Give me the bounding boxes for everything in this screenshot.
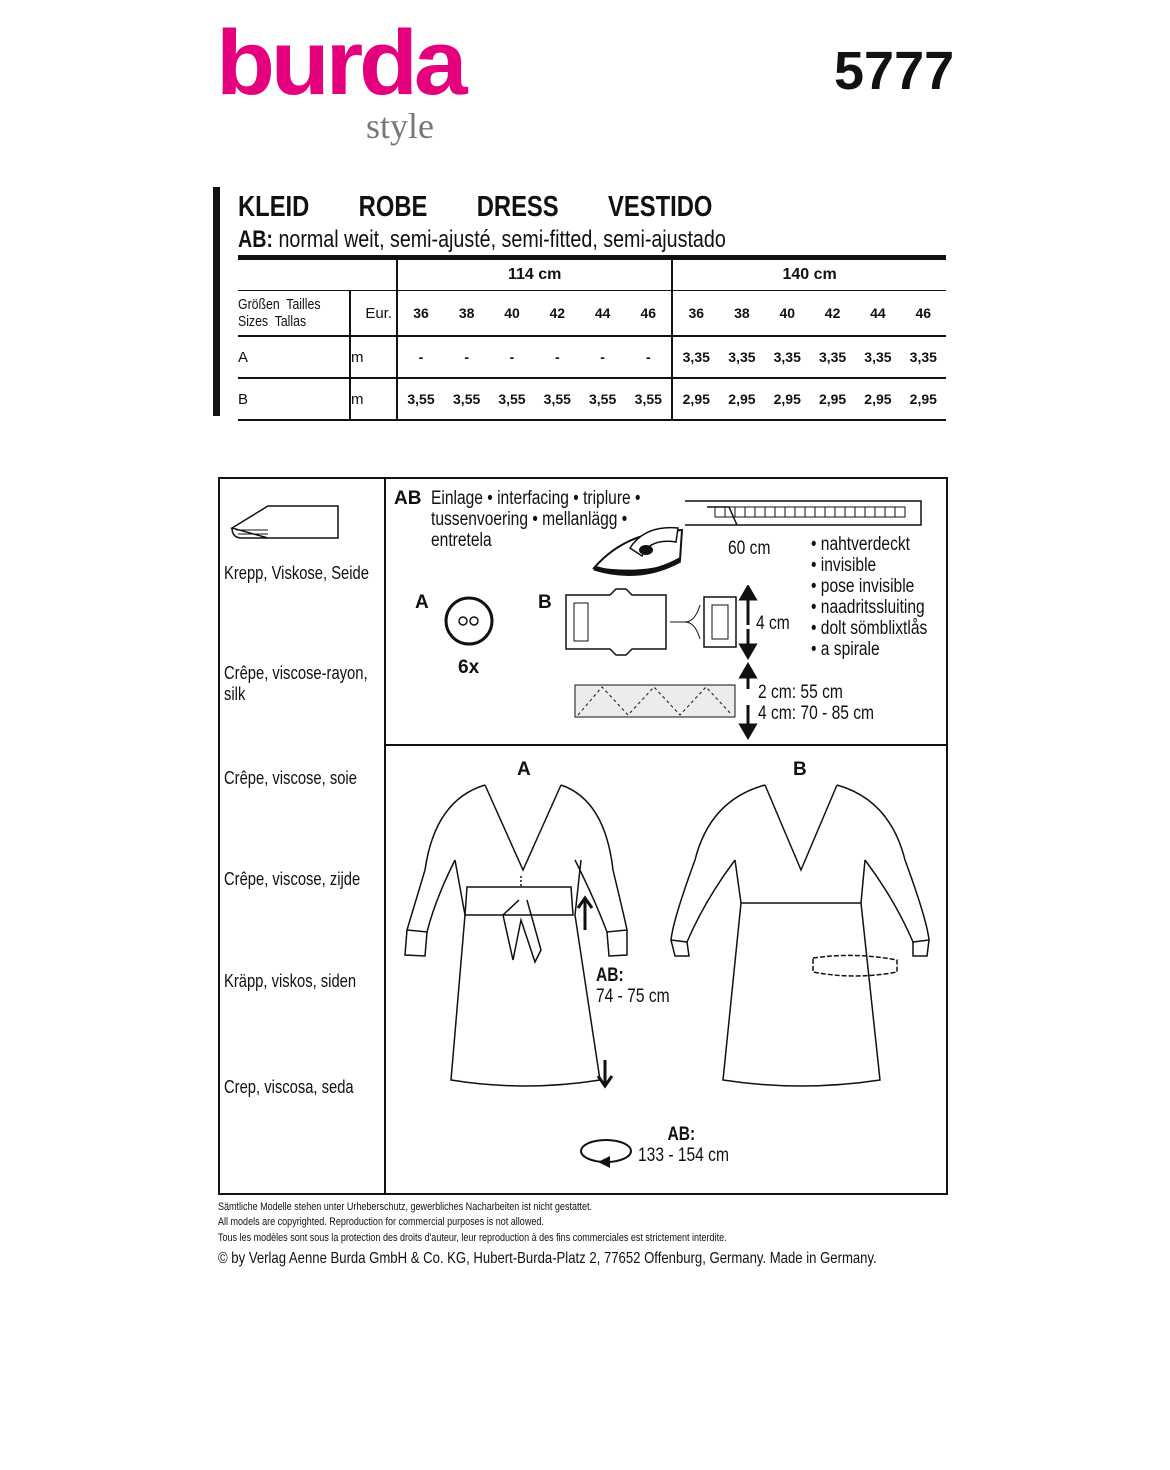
width-header: 140 cm: [671, 255, 946, 291]
yardage-cell: 2,95: [900, 378, 946, 421]
yardage-cell: 2,95: [719, 378, 765, 421]
publisher-line: © by Verlag Aenne Burda GmbH & Co. KG, H…: [218, 1250, 877, 1267]
copyright-fr: Tous les modèles sont sous la protection…: [218, 1232, 727, 1244]
iron-icon: [592, 526, 684, 576]
size-cell: 38: [443, 290, 490, 337]
view-a-heading: A: [517, 759, 531, 780]
copyright-en: All models are copyrighted. Reproduction…: [218, 1216, 544, 1228]
yardage-cell: 2,95: [764, 378, 810, 421]
zipper-type: • naadritssluiting: [811, 597, 925, 618]
width-arrows-icon: [738, 585, 758, 740]
brand-logo-sub: style: [366, 106, 434, 146]
divider: [384, 744, 946, 746]
length-measure: AB:74 - 75 cm: [596, 965, 670, 1007]
copyright-de: Sämtliche Modelle stehen unter Urhebersc…: [218, 1201, 593, 1213]
size-cell: 46: [900, 290, 946, 337]
dress-a-drawing: [404, 784, 628, 1089]
yardage-cell: 3,35: [809, 336, 856, 379]
waist-measure: AB:133 - 154 cm: [638, 1124, 729, 1166]
garment-title: KLEID ROBE DRESS VESTIDO: [238, 191, 713, 223]
yardage-cell: -: [579, 336, 626, 379]
yardage-cell: 2,95: [855, 378, 901, 421]
size-cell: 36: [396, 290, 444, 337]
size-cell: 42: [534, 290, 580, 337]
view-a-label: A: [415, 592, 429, 613]
zipper-type: • nahtverdeckt: [811, 534, 910, 555]
zipper-type: • invisible: [811, 555, 877, 576]
view-label: A: [238, 336, 350, 379]
divider: [384, 477, 386, 1193]
yardage-cell: 3,55: [534, 378, 580, 421]
yardage-cell: 3,55: [443, 378, 490, 421]
size-cell: 38: [719, 290, 765, 337]
size-cell: 40: [489, 290, 535, 337]
fabric-en: Crêpe, viscose-rayon,silk: [224, 663, 368, 704]
yardage-cell: 3,35: [900, 336, 946, 379]
button-icon: [444, 596, 494, 646]
buckle-width: 4 cm: [756, 613, 790, 634]
size-cell: 44: [579, 290, 626, 337]
zipper-type: • pose invisible: [811, 576, 915, 597]
yardage-cell: -: [396, 336, 444, 379]
pattern-number: 5777: [834, 41, 955, 101]
fabric-es: Crep, viscosa, seda: [224, 1077, 354, 1097]
view-b-label: B: [538, 592, 552, 613]
brand-logo: burda: [216, 12, 468, 114]
unit-label: m: [349, 336, 397, 379]
interfacing-text: Einlage • interfacing • triplure •tussen…: [431, 488, 641, 551]
notions-box: [218, 477, 948, 1195]
dress-b-drawing: [670, 784, 930, 1087]
yardage-cell: -: [534, 336, 580, 379]
yardage-cell: -: [625, 336, 673, 379]
size-cell: 42: [809, 290, 856, 337]
yardage-cell: 3,55: [579, 378, 626, 421]
size-cell: 46: [625, 290, 673, 337]
yardage-cell: 3,35: [764, 336, 810, 379]
size-cell: 40: [764, 290, 810, 337]
zipper-icon: [685, 500, 922, 526]
eur-label: Eur.: [349, 290, 397, 337]
yardage-cell: 3,35: [719, 336, 765, 379]
yardage-cell: -: [489, 336, 535, 379]
section-bar: [213, 187, 220, 416]
size-cell: 36: [671, 290, 720, 337]
size-cell: 44: [855, 290, 901, 337]
fabric-sv: Kräpp, viskos, siden: [224, 971, 357, 991]
view-label: B: [238, 378, 350, 421]
views-ab: AB: [394, 488, 422, 509]
belting-icon: [574, 684, 736, 718]
button-count: 6x: [458, 657, 480, 678]
fabric-de: Krepp, Viskose, Seide: [224, 563, 369, 583]
yardage-cell: 2,95: [671, 378, 720, 421]
waist-measure-icon: [580, 1139, 632, 1168]
zipper-types: • nahtverdeckt• invisible• pose invisibl…: [811, 534, 953, 660]
unit-label: m: [349, 378, 397, 421]
buckle-icon: [565, 588, 737, 656]
fit-description: AB: normal weit, semi-ajusté, semi-fitte…: [238, 226, 726, 253]
zipper-type: • dolt sömblixtlås: [811, 618, 928, 639]
width-header: 114 cm: [395, 255, 673, 291]
fabric-fr: Crêpe, viscose, soie: [224, 768, 357, 788]
yardage-cell: 3,55: [489, 378, 535, 421]
yardage-cell: 3,55: [396, 378, 444, 421]
fabric-nl: Crêpe, viscose, zijde: [224, 869, 361, 889]
zipper-type: • a spirale: [811, 639, 880, 660]
zipper-length: 60 cm: [728, 538, 771, 559]
yardage-cell: 3,55: [625, 378, 673, 421]
yardage-cell: 3,35: [855, 336, 901, 379]
yardage-cell: -: [443, 336, 490, 379]
yardage-cell: 2,95: [809, 378, 856, 421]
view-b-heading: B: [793, 759, 807, 780]
yardage-cell: 3,35: [671, 336, 720, 379]
fabric-bolt-icon: [230, 505, 339, 539]
